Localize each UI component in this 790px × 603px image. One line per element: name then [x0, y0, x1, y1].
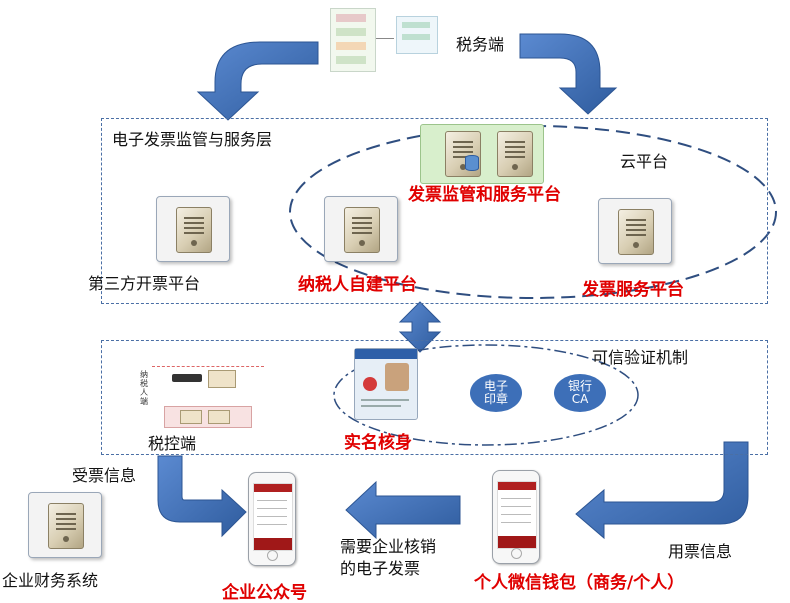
- tax-side-diagram: [330, 8, 440, 72]
- server-icon: [618, 209, 654, 255]
- arrow-use-info: [575, 441, 749, 540]
- server-icon: [497, 131, 533, 177]
- arrow-receive-info: [157, 455, 247, 538]
- writeoff-label: 需要企业核销的电子发票: [340, 537, 437, 578]
- personal-phone: [492, 470, 540, 564]
- server-icon: [344, 207, 380, 253]
- monitoring-layer-box: [101, 118, 768, 304]
- real-name-label: 实名核身: [344, 433, 412, 453]
- trust-layer-box: [101, 340, 768, 455]
- arrow-tax-to-left: [196, 41, 319, 121]
- receive-info-label: 受票信息: [72, 466, 137, 485]
- arrow-tax-to-right: [519, 33, 618, 115]
- arrow-writeoff: [345, 480, 461, 540]
- database-icon: [465, 155, 479, 171]
- server-icon: [48, 503, 84, 549]
- tax-control-diagram: 纳税人端: [136, 362, 266, 430]
- invoice-service-server-card: [598, 198, 672, 264]
- third-party-platform-label: 第三方开票平台: [88, 274, 201, 293]
- invoice-service-platform-label: 发票服务平台: [582, 280, 684, 300]
- tax-control-label: 税控端: [148, 434, 197, 453]
- use-info-label: 用票信息: [668, 542, 733, 561]
- trust-layer-title: 可信验证机制: [592, 348, 689, 367]
- bank-ca-bubble: 银行CA: [554, 374, 606, 412]
- personal-wallet-label: 个人微信钱包（商务/个人）: [474, 573, 685, 593]
- enterprise-public-label: 企业公众号: [222, 583, 307, 603]
- enterprise-finance-label: 企业财务系统: [2, 571, 99, 590]
- cloud-platform-label: 云平台: [620, 152, 669, 171]
- tax-side-label: 税务端: [456, 35, 505, 54]
- self-built-platform-label: 纳税人自建平台: [298, 275, 417, 295]
- self-built-server-card: [324, 196, 398, 262]
- enterprise-phone: [248, 472, 296, 566]
- tax-control-sub-label: 纳税人端: [140, 370, 148, 406]
- e-seal-label: 电子印章: [483, 379, 508, 406]
- supervision-server-group: [420, 124, 544, 184]
- monitoring-layer-title: 电子发票监管与服务层: [112, 130, 273, 149]
- arrow-double-vertical: [398, 301, 442, 353]
- id-card-image: [354, 348, 418, 420]
- e-seal-bubble: 电子印章: [470, 374, 522, 412]
- enterprise-finance-server-card: [28, 492, 102, 558]
- supervision-platform-label: 发票监管和服务平台: [408, 185, 561, 205]
- bank-ca-label: 银行CA: [567, 379, 592, 406]
- trust-ellipse: [333, 344, 639, 446]
- server-icon: [176, 207, 212, 253]
- third-party-server-card: [156, 196, 230, 262]
